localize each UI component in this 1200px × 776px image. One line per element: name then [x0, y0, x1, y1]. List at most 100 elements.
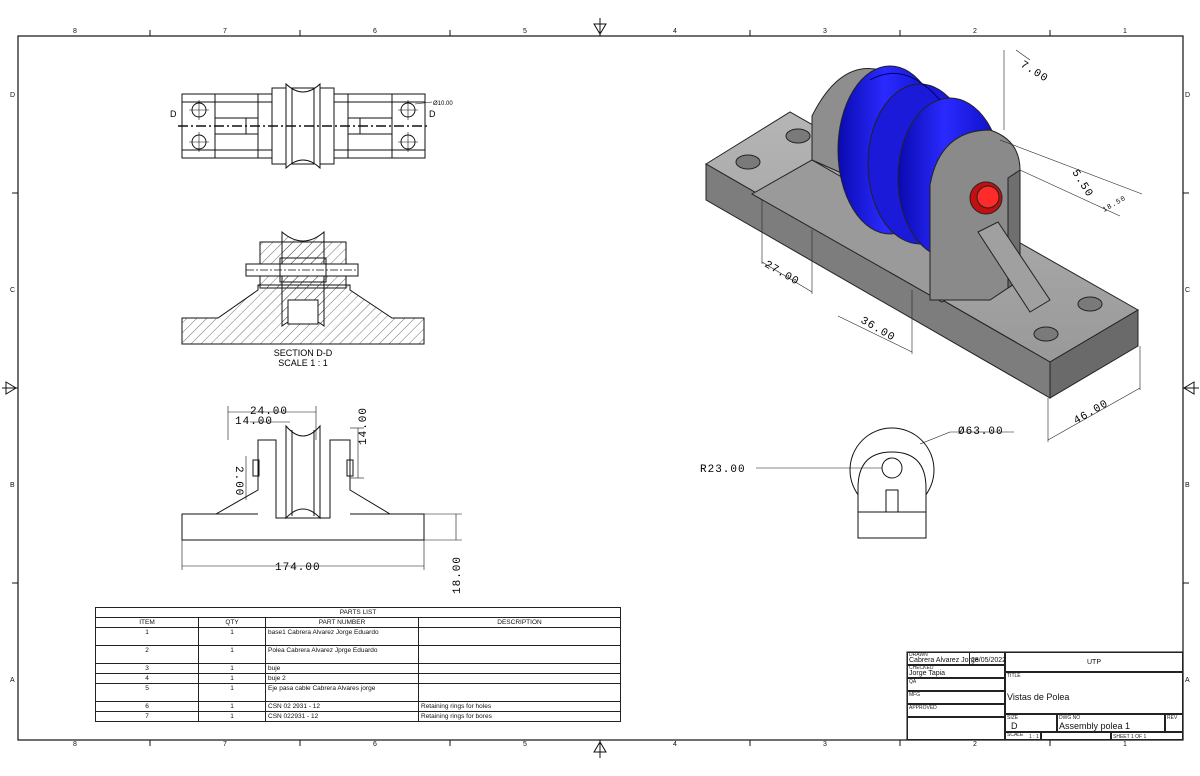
table-row: 4 1 buje 2: [95, 673, 621, 684]
iso-dim-5: 46.00: [1072, 398, 1111, 427]
dim-total-height: 18.00: [452, 556, 464, 594]
dwg-label: DWG NO: [1059, 715, 1081, 721]
parts-cell: 1: [198, 663, 266, 674]
parts-header-qty: QTY: [198, 617, 266, 628]
dim-left-vertical: 2.00: [232, 466, 244, 496]
parts-cell: Retaining rings for bores: [418, 711, 621, 722]
parts-cell: 1: [198, 627, 266, 646]
scale-value: 1 : 1: [1029, 734, 1039, 740]
zone-label-right-a: A: [1185, 677, 1190, 684]
parts-cell: [418, 673, 621, 684]
zone-label-right-b: B: [1185, 482, 1190, 489]
parts-cell: 3: [95, 663, 199, 674]
front-view: [181, 406, 462, 570]
parts-list-title: PARTS LIST: [95, 607, 621, 618]
zone-label-bottom-3: 3: [823, 741, 827, 748]
iso-view: [705, 49, 1143, 442]
zone-label-top-8: 8: [73, 28, 77, 35]
parts-cell: 1: [198, 645, 266, 664]
zone-label-top-7: 7: [223, 28, 227, 35]
zone-label-bottom-4: 4: [673, 741, 677, 748]
zone-label-top-5: 5: [523, 28, 527, 35]
checked-label: CHECKED: [909, 665, 934, 671]
parts-cell: 1: [198, 683, 266, 702]
zone-label-bottom-5: 5: [523, 741, 527, 748]
parts-cell: 5: [95, 683, 199, 702]
iso-dim-3: 27.00: [762, 259, 801, 288]
parts-cell: 1: [95, 627, 199, 646]
parts-cell: 1: [198, 673, 266, 684]
parts-cell: Retaining rings for holes: [418, 701, 621, 712]
zone-label-left-a: A: [10, 677, 15, 684]
dim-total-length: 174.00: [275, 562, 321, 574]
dim-width-inner: 14.00: [235, 416, 273, 428]
section-view: [181, 230, 425, 345]
parts-header-description: DESCRIPTION: [418, 617, 621, 628]
parts-cell: buje: [265, 663, 419, 674]
table-row: 7 1 CSN 022931 - 12 Retaining rings for …: [95, 711, 621, 722]
zone-label-top-4: 4: [673, 28, 677, 35]
top-view: [178, 82, 433, 170]
zone-label-bottom-8: 8: [73, 741, 77, 748]
parts-cell: Polea Cabrera Alvarez Jprge Eduardo: [265, 645, 419, 664]
section-marker-left: D: [170, 109, 177, 119]
zone-label-bottom-6: 6: [373, 741, 377, 748]
rev-label: REV: [1167, 715, 1178, 721]
parts-cell: [418, 663, 621, 674]
section-title: SECTION D-D: [274, 348, 333, 358]
drawing-title: Vistas de Polea: [1007, 692, 1070, 702]
zone-label-bottom-2: 2: [973, 741, 977, 748]
center-marks: [2, 18, 1199, 758]
parts-cell: 7: [95, 711, 199, 722]
table-row: 1 1 base1 Cabrera Alvarez Jorge Eduardo: [95, 627, 621, 646]
iso-dim-1: 5.50: [1069, 168, 1095, 200]
parts-cell: [418, 645, 621, 664]
parts-cell: 4: [95, 673, 199, 684]
parts-cell: 6: [95, 701, 199, 712]
zone-label-left-d: D: [10, 92, 16, 99]
drawn-label: DRAWN: [909, 652, 928, 658]
section-scale: SCALE 1 : 1: [278, 358, 328, 368]
table-row: 3 1 buje: [95, 663, 621, 674]
company-name: UTP: [1087, 659, 1101, 666]
parts-cell: CSN 02 2931 - 12: [265, 701, 419, 712]
parts-cell: [418, 683, 621, 702]
zone-label-right-d: D: [1185, 92, 1191, 99]
zone-ticks: [12, 30, 1189, 746]
title-block: DRAWN Cabrera Alvarez Jorge 28/05/2022 C…: [907, 652, 1183, 740]
parts-cell: buje 2: [265, 673, 419, 684]
parts-cell: CSN 022931 - 12: [265, 711, 419, 722]
zone-label-top-2: 2: [973, 28, 977, 35]
mfg-label: MFG: [909, 692, 921, 698]
dwg-number: Assembly polea 1: [1059, 721, 1131, 731]
dim-height-right: 14.00: [358, 407, 370, 445]
parts-cell: 1: [198, 701, 266, 712]
checked-name: Jorge Tapia: [909, 670, 946, 677]
table-row: 6 1 CSN 02 2931 - 12 Retaining rings for…: [95, 701, 621, 712]
dim-radius: R23.00: [700, 464, 746, 476]
parts-cell: 2: [95, 645, 199, 664]
drawn-name: Cabrera Alvarez Jorge: [909, 657, 979, 664]
zone-label-left-c: C: [10, 287, 16, 294]
parts-header-item: ITEM: [95, 617, 199, 628]
dim-diameter: Ø63.00: [958, 426, 1004, 438]
size-label: SIZE: [1007, 715, 1019, 721]
parts-cell: [418, 627, 621, 646]
zone-label-left-b: B: [10, 482, 15, 489]
zone-label-bottom-1: 1: [1123, 741, 1127, 748]
table-row: 5 1 Eje pasa cable Cabrera Alvares jorge: [95, 683, 621, 702]
approved-label: APPROVED: [909, 705, 937, 711]
iso-dim-4: 36.00: [858, 315, 897, 344]
iso-dim-0: 7.00: [1018, 59, 1050, 85]
size-value: D: [1011, 721, 1018, 731]
zone-label-top-6: 6: [373, 28, 377, 35]
parts-list-table: PARTS LIST ITEM QTY PART NUMBER DESCRIPT…: [95, 607, 621, 722]
sheet-number: SHEET 1 OF 1: [1113, 734, 1147, 740]
hole-dimension: Ø10.00: [433, 101, 453, 107]
parts-cell: Eje pasa cable Cabrera Alvares jorge: [265, 683, 419, 702]
title-label: TITLE: [1007, 673, 1021, 679]
zone-label-top-1: 1: [1123, 28, 1127, 35]
qa-label: QA: [909, 679, 917, 685]
dim-width-top: 24.00: [250, 406, 288, 418]
